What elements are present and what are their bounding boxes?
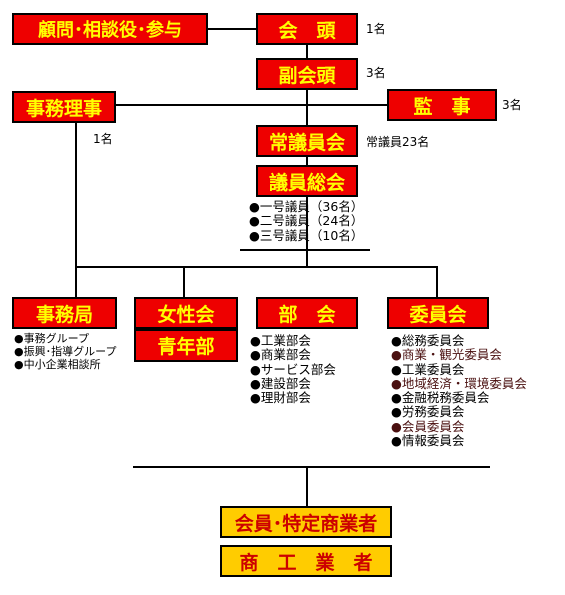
list-item: 中小企業相談所 (14, 358, 116, 371)
director-count: 1名 (93, 132, 113, 146)
list-item: 商業部会 (250, 347, 336, 362)
vice-chairman-box: 副会頭 (256, 58, 358, 90)
line-assembly-base (240, 249, 370, 251)
committee-list: 総務委員会 商業・観光委員会 工業委員会 地域経済・環境委員会 金融税務委員会 … (391, 333, 527, 448)
list-item: 総務委員会 (391, 333, 527, 348)
list-item: 建設部会 (250, 376, 336, 391)
standing-members-count: 常議員23名 (366, 135, 430, 149)
line-drop-womens (183, 266, 185, 298)
list-item: 金融税務委員会 (391, 390, 527, 405)
list-item: 事務グループ (14, 332, 116, 345)
line-bottom-drop (306, 467, 308, 507)
youth-group-box: 青年部 (134, 329, 238, 362)
list-item: 情報委員会 (391, 433, 527, 448)
line-drop-committees (436, 266, 438, 298)
vice-chairman-count: 3名 (366, 66, 386, 80)
merchants-box: 商 工 業 者 (220, 545, 392, 577)
standing-members-box: 常議員会 (256, 125, 358, 157)
assembly-list: 一号議員（36名） 二号議員（24名） 三号議員（10名） (249, 199, 363, 243)
list-item: 労務委員会 (391, 405, 527, 420)
committees-box: 委員会 (387, 297, 489, 329)
list-item: サービス部会 (250, 362, 336, 377)
list-item: 振興･指導グループ (14, 345, 117, 358)
list-item: 商業・観光委員会 (391, 347, 527, 362)
list-item: 理財部会 (250, 390, 336, 405)
line-bottom-horizontal (133, 466, 490, 468)
womens-group-box: 女性会 (134, 297, 238, 329)
secretariat-box: 事務局 (12, 297, 117, 329)
chairman-count: 1名 (366, 22, 386, 36)
line-advisors-chairman (207, 28, 257, 30)
members-box: 会員･特定商業者 (220, 506, 392, 538)
secretariat-list: 事務グループ 振興･指導グループ 中小企業相談所 (14, 332, 117, 371)
line-branch-horizontal (75, 266, 437, 268)
list-item: 三号議員（10名） (249, 228, 363, 243)
chairman-box: 会 頭 (256, 13, 358, 45)
general-assembly-box: 議員総会 (256, 165, 358, 197)
auditor-box: 監 事 (387, 89, 497, 121)
list-item: 工業委員会 (391, 362, 527, 377)
executive-director-box: 事務理事 (12, 91, 116, 123)
list-item: 二号議員（24名） (249, 213, 363, 228)
advisors-box: 顧問･相談役･参与 (12, 13, 208, 45)
line-director-down (75, 122, 77, 298)
line-director-auditor (116, 104, 388, 106)
divisions-box: 部 会 (256, 297, 358, 329)
list-item: 会員委員会 (391, 419, 527, 434)
division-list: 工業部会 商業部会 サービス部会 建設部会 理財部会 (250, 333, 336, 405)
list-item: 工業部会 (250, 333, 336, 348)
auditor-count: 3名 (502, 98, 522, 112)
list-item: 地域経済・環境委員会 (391, 376, 527, 391)
list-item: 一号議員（36名） (249, 199, 363, 214)
